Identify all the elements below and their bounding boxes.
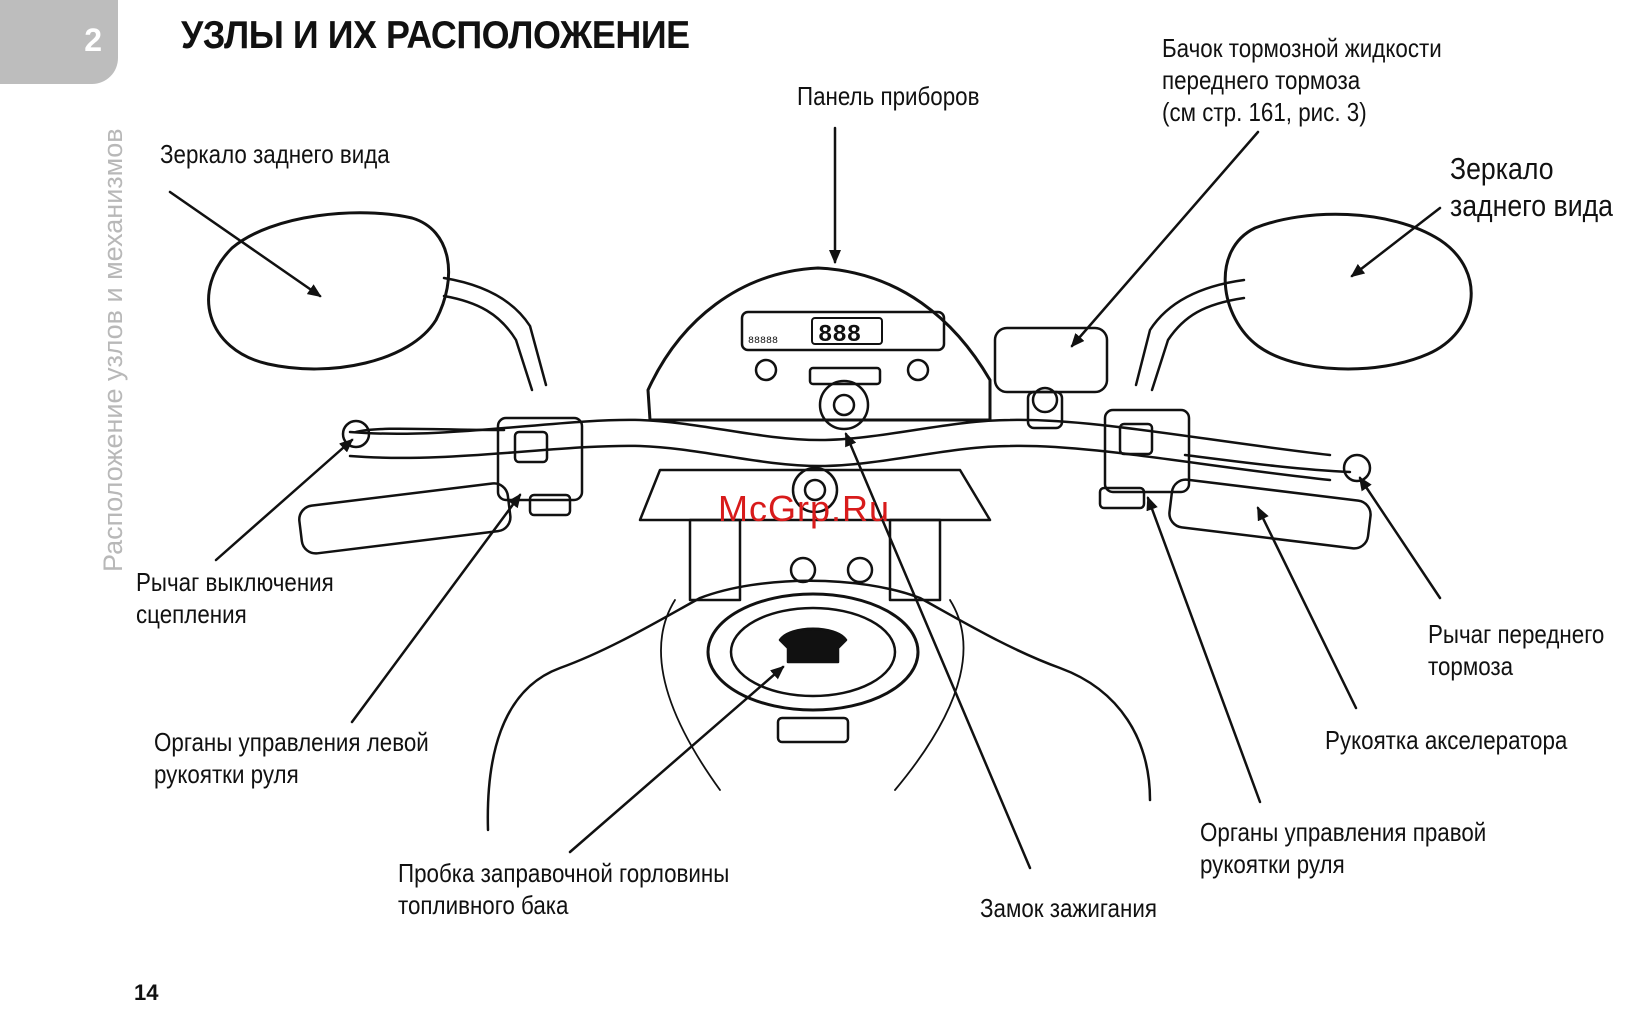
label-left-controls: Органы управления левой рукоятки руля — [154, 727, 429, 789]
label-mirror-left: Зеркало заднего вида — [160, 139, 390, 169]
label-mirror-right: Зеркало заднего вида — [1450, 151, 1613, 223]
label-right-controls: Органы управления правой рукоятки руля — [1200, 817, 1487, 879]
page-title: УЗЛЫ И ИХ РАСПОЛОЖЕНИЕ — [181, 14, 690, 57]
label-brake-reservoir: Бачок тормозной жидкости переднего тормо… — [1162, 33, 1442, 127]
label-front-brake-lever: Рычаг переднего тормоза — [1428, 619, 1605, 681]
label-fuel-cap: Пробка заправочной горловины топливного … — [398, 858, 730, 920]
label-clutch-lever: Рычаг выключения сцепления — [136, 567, 334, 629]
label-throttle-grip: Рукоятка акселератора — [1325, 725, 1568, 755]
chapter-tab: 2 — [0, 0, 118, 84]
page-number: 14 — [134, 980, 159, 1005]
odometer-readout: 88888 — [748, 336, 778, 347]
chapter-number: 2 — [84, 22, 102, 58]
watermark: McGrp.Ru — [718, 488, 891, 529]
label-ignition: Замок зажигания — [980, 893, 1157, 923]
speed-readout: 888 — [818, 322, 861, 349]
label-instrument-panel: Панель приборов — [797, 81, 980, 111]
